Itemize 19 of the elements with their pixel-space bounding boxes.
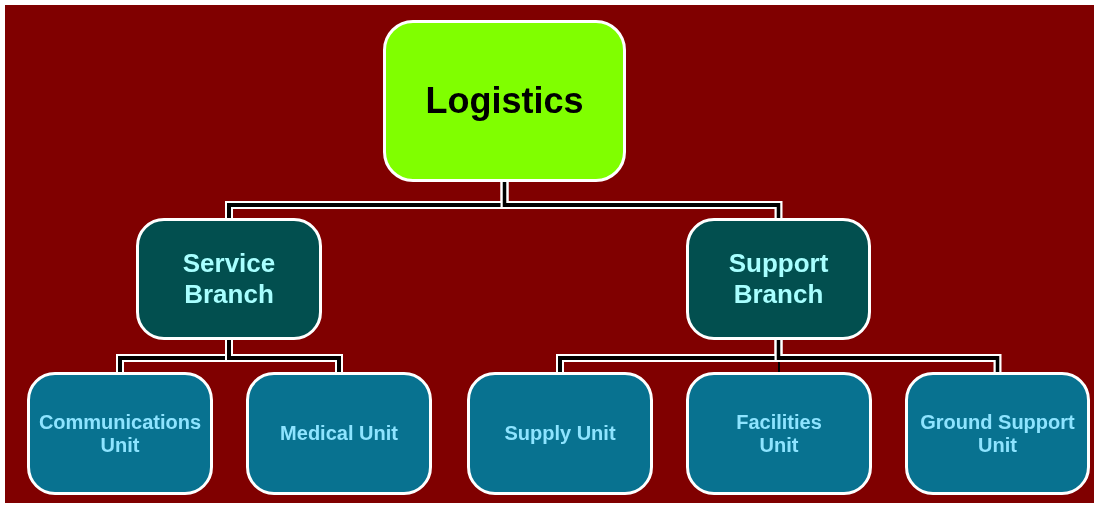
unit-box: [467, 372, 653, 495]
node-label: Logistics: [425, 80, 584, 122]
unit-box: [27, 372, 213, 495]
unit-box: [905, 372, 1090, 495]
branch-box: [686, 218, 871, 340]
connector-line: [776, 340, 1000, 372]
unit-box: [246, 372, 432, 495]
node-label: Medical Unit: [280, 422, 398, 445]
unit-box: [686, 372, 872, 495]
node-label: Supply Unit: [504, 422, 616, 445]
node-label: Service Branch: [181, 248, 277, 310]
node-label: Ground Support Unit: [919, 410, 1076, 457]
node-label: Communications Unit: [37, 410, 203, 457]
node-label: Facilities Unit: [735, 410, 823, 457]
connector-line: [227, 340, 341, 372]
branch-box: [136, 218, 322, 340]
node-label: Support Branch: [727, 248, 830, 310]
root-box: [383, 20, 626, 182]
connector-line: [502, 182, 781, 218]
